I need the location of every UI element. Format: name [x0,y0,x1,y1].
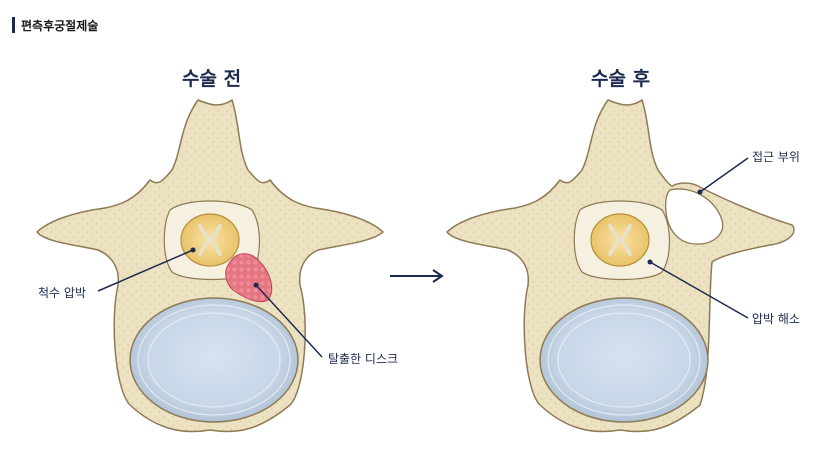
page-title: 편측후궁절제술 [21,18,99,33]
before-disc [129,297,299,423]
before-cord-gray-matter [198,224,222,256]
arrow-right-icon [390,269,444,283]
header-accent-bar [12,17,15,33]
before-disc-ring [147,312,281,408]
relief-leader [649,261,749,319]
disc-leader [255,284,323,358]
label-compression-relief: 압박 해소 [752,312,800,326]
label-spinal-cord-compression: 척수 압박 [38,286,86,300]
after-title: 수술 후 [591,68,651,90]
page-header: 편측후궁절제술 [12,16,98,34]
relief-leader-dot [647,259,653,265]
before-vertebra [35,98,385,433]
spinal-cord-leader-dot [190,247,196,253]
after-vertebra [445,98,795,433]
label-herniated-disc: 탈출한 디스크 [328,352,399,366]
before-title: 수술 전 [182,68,242,90]
before-disc-ring [137,304,291,416]
after-approach-window [664,188,724,245]
after-disc-ring [557,312,691,408]
after-cord-gray-matter [608,224,632,256]
spinal-cord-leader [97,249,194,292]
after-disc [539,297,709,423]
disc-leader-dot [253,282,259,288]
approach-leader [699,157,749,193]
after-disc-ring [547,304,701,416]
approach-leader-dot [697,189,703,195]
label-approach-site: 접근 부위 [752,150,800,164]
